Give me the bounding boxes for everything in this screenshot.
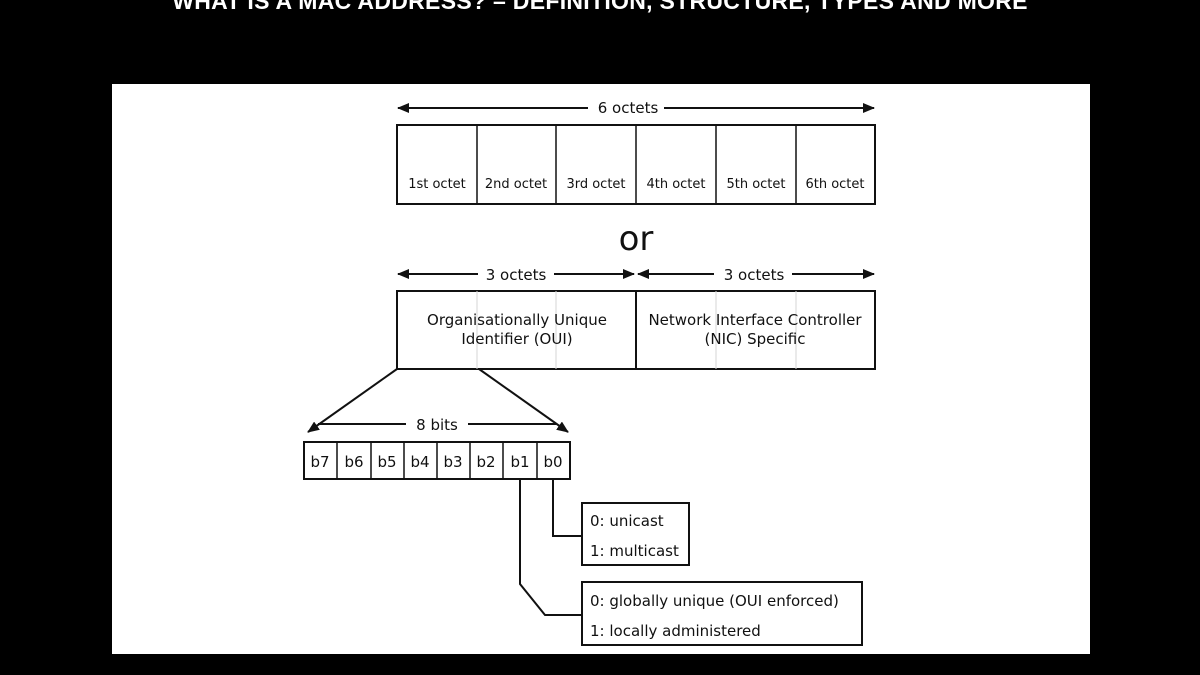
bits-row: b7 b6 b5 b4 b3 b2 b1 b0 <box>303 441 571 480</box>
oui-label-line2: Identifier (OUI) <box>461 330 572 348</box>
bit-b2: b2 <box>476 453 495 471</box>
bit-b7: b7 <box>310 453 329 471</box>
nic-label-line1: Network Interface Controller <box>648 311 862 329</box>
b0-meaning: 0: unicast 1: multicast <box>552 479 690 566</box>
bit-b4: b4 <box>410 453 429 471</box>
b1-local-label: 1: locally administered <box>590 622 761 640</box>
b0-unicast-label: 0: unicast <box>590 512 664 530</box>
b1-global-label: 0: globally unique (OUI enforced) <box>590 592 839 610</box>
bit-b0: b0 <box>543 453 562 471</box>
or-label: or <box>619 219 654 259</box>
oui-nic-row: Organisationally Unique Identifier (OUI)… <box>396 290 876 370</box>
octet-label-3: 3rd octet <box>566 177 625 192</box>
nic-span: 3 octets <box>637 266 875 284</box>
six-octets-span: 6 octets <box>397 99 875 117</box>
oui-label-line1: Organisationally Unique <box>427 311 607 329</box>
oui-span-label: 3 octets <box>486 266 547 284</box>
octet-label-6: 6th octet <box>805 177 864 192</box>
bits-span-label: 8 bits <box>416 416 458 434</box>
page-title: WHAT IS A MAC ADDRESS? – DEFINITION, STR… <box>172 0 1028 14</box>
octet-label-4: 4th octet <box>646 177 705 192</box>
octet-row: 1st octet 2nd octet 3rd octet 4th octet … <box>396 124 876 205</box>
bit-b3: b3 <box>443 453 462 471</box>
bit-b5: b5 <box>377 453 396 471</box>
oui-span: 3 octets <box>397 266 635 284</box>
octet-label-1: 1st octet <box>408 177 466 192</box>
six-octets-label: 6 octets <box>598 99 659 117</box>
nic-span-label: 3 octets <box>724 266 785 284</box>
b0-multicast-label: 1: multicast <box>590 542 679 560</box>
octet-label-5: 5th octet <box>726 177 785 192</box>
b1-meaning: 0: globally unique (OUI enforced) 1: loc… <box>519 479 863 646</box>
expansion-lines: 8 bits <box>307 368 569 434</box>
bit-b6: b6 <box>344 453 363 471</box>
nic-label-line2: (NIC) Specific <box>705 330 806 348</box>
bit-b1: b1 <box>510 453 529 471</box>
octet-label-2: 2nd octet <box>485 177 547 192</box>
